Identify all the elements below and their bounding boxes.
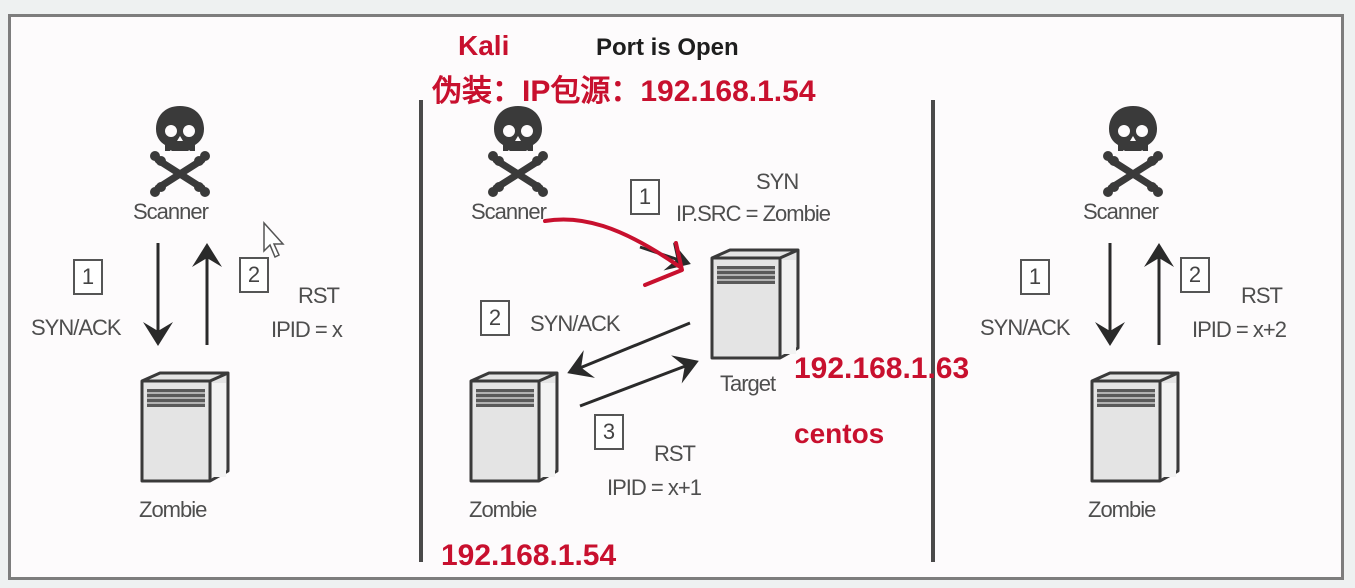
- diagram-frame: [8, 14, 1344, 580]
- panel-divider-left: [419, 100, 423, 562]
- left-zombie-label: Zombie: [139, 497, 207, 522]
- middle-target-label: Target: [720, 371, 776, 396]
- middle-step-1-box: 1: [630, 179, 660, 215]
- middle-step-3-label-ipid: IPID = x+1: [607, 475, 702, 500]
- middle-arrow-zombie-to-target: [579, 355, 699, 408]
- right-scanner-label: Scanner: [1083, 199, 1159, 224]
- zombie-ip-annotation: 192.168.1.54: [441, 539, 617, 572]
- diagram-title: Port is Open: [596, 34, 739, 61]
- target-os-annotation: centos: [794, 418, 885, 449]
- spoof-annotation: 伪装：IP包源：192.168.1.54: [432, 75, 816, 108]
- right-step-2-box: 2: [1180, 257, 1210, 293]
- left-step-1-box: 1: [73, 259, 103, 295]
- mouse-cursor-icon: [263, 221, 285, 259]
- left-step-2-label-rst: RST: [298, 283, 340, 308]
- middle-step-2-box: 2: [480, 300, 510, 336]
- target-ip-annotation: 192.168.1.63: [794, 352, 970, 385]
- middle-step-1-label-ipsrc: IP.SRC = Zombie: [676, 201, 831, 226]
- kali-label: Kali: [458, 30, 510, 61]
- middle-step-3-label-rst: RST: [654, 441, 696, 466]
- hand-drawn-red-arrow: [543, 217, 684, 287]
- middle-step-1-label-syn: SYN: [756, 169, 799, 194]
- right-step-1-box: 1: [1020, 259, 1050, 295]
- middle-scanner-label: Scanner: [471, 199, 547, 224]
- left-step-2-box: 2: [239, 257, 269, 293]
- left-step-1-label: SYN/ACK: [31, 315, 122, 340]
- left-scanner-label: Scanner: [133, 199, 209, 224]
- middle-zombie-label: Zombie: [469, 497, 537, 522]
- right-zombie-server-icon: [1090, 371, 1180, 483]
- left-step-2-label-ipid: IPID = x: [271, 317, 343, 342]
- right-step-2-label-ipid: IPID = x+2: [1192, 317, 1287, 342]
- right-step-1-label: SYN/ACK: [980, 315, 1071, 340]
- middle-arrow-target-to-zombie: [567, 321, 691, 378]
- middle-step-3-box: 3: [594, 414, 624, 450]
- panel-divider-right: [931, 100, 935, 562]
- right-zombie-label: Zombie: [1088, 497, 1156, 522]
- right-step-2-label-rst: RST: [1241, 283, 1283, 308]
- middle-step-2-label: SYN/ACK: [530, 311, 621, 336]
